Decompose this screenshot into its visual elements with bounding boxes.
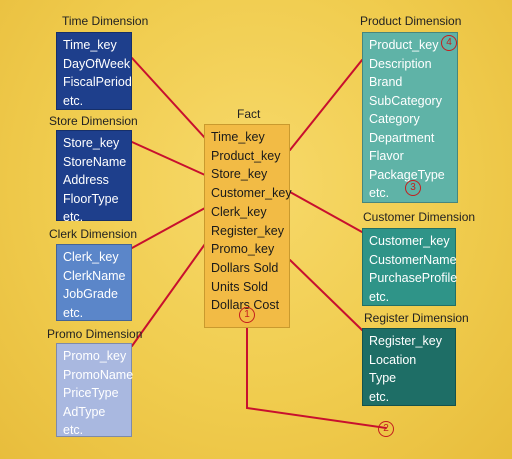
fact-field: Dollars Cost <box>211 298 280 313</box>
clerk-dimension-field: etc. <box>63 305 84 320</box>
customer-dimension-field: CustomerName <box>369 252 457 267</box>
link-measure-callout <box>246 321 387 429</box>
store-dimension-field: StoreName <box>63 154 127 169</box>
link-clerk <box>131 207 206 249</box>
register-dimension-field: Location <box>369 352 417 367</box>
product-dimension-box: Product_key Description Brand SubCategor… <box>362 32 458 203</box>
customer-dimension-title: Customer Dimension <box>363 210 476 224</box>
marker-2: 2 <box>378 421 394 437</box>
promo-dimension-field: etc. <box>63 423 84 437</box>
link-store <box>131 141 206 176</box>
register-dimension-field: Register_key <box>369 334 442 348</box>
fact-field: Units Sold <box>211 279 268 294</box>
promo-dimension-field: AdType <box>63 404 106 419</box>
promo-dimension-box: Promo_key PromoName PriceType AdType etc… <box>56 343 134 437</box>
register-dimension-box: Register_key Location Type etc. <box>362 328 456 406</box>
link-customer <box>289 191 363 233</box>
store-dimension-field: FloorType <box>63 191 119 206</box>
link-time <box>131 57 206 139</box>
link-promo <box>131 243 206 347</box>
customer-dimension-field: PurchaseProfile <box>369 271 458 285</box>
clerk-dimension-title: Clerk Dimension <box>49 227 138 241</box>
product-dimension-field: Department <box>369 130 435 145</box>
promo-dimension-title: Promo Dimension <box>47 327 143 341</box>
time-dimension-field: FiscalPeriod <box>63 75 132 89</box>
clerk-dimension-field: ClerkName <box>63 268 126 283</box>
promo-dimension-field: PromoName <box>63 367 134 382</box>
fact-field: Register_key <box>211 223 284 238</box>
store-dimension-field: etc. <box>63 210 84 224</box>
time-dimension-field: DayOfWeek <box>63 56 131 71</box>
customer-dimension-field: etc. <box>369 289 390 304</box>
fact-title: Fact <box>237 107 261 121</box>
product-dimension-field: PackageType <box>369 167 445 182</box>
marker-1: 1 <box>239 307 255 323</box>
product-dimension-field: etc. <box>369 186 390 200</box>
fact-table-box: Time_key Product_key Store_key Customer_… <box>204 124 292 328</box>
promo-dimension-field: PriceType <box>63 386 119 400</box>
marker-4: 4 <box>441 35 457 51</box>
store-dimension-field: Address <box>63 173 109 187</box>
link-product <box>289 59 363 151</box>
product-dimension-field: Category <box>369 112 420 126</box>
store-dimension-field: Store_key <box>63 136 120 150</box>
product-dimension-field: Product_key <box>369 38 439 52</box>
store-dimension-title: Store Dimension <box>49 114 138 128</box>
promo-dimension-field: Promo_key <box>63 349 127 363</box>
clerk-dimension-field: JobGrade <box>63 287 118 301</box>
product-dimension-field: Flavor <box>369 149 404 163</box>
clerk-dimension-field: Clerk_key <box>63 250 119 264</box>
fact-field: Dollars Sold <box>211 260 279 275</box>
link-register <box>289 259 363 331</box>
marker-3: 3 <box>405 180 421 196</box>
time-dimension-box: Time_key DayOfWeek FiscalPeriod etc. <box>56 32 132 110</box>
fact-field: Product_key <box>211 148 281 163</box>
clerk-dimension-box: Clerk_key ClerkName JobGrade etc. <box>56 244 132 321</box>
store-dimension-box: Store_key StoreName Address FloorType et… <box>56 130 132 224</box>
fact-field: Clerk_key <box>211 204 267 219</box>
customer-dimension-box: Customer_key CustomerName PurchaseProfil… <box>362 228 458 306</box>
register-dimension-title: Register Dimension <box>364 311 469 325</box>
register-dimension-field: Type <box>369 371 397 385</box>
time-dimension-field: Time_key <box>63 38 117 52</box>
time-dimension-title: Time Dimension <box>62 14 149 28</box>
time-dimension-field: etc. <box>63 93 84 108</box>
product-dimension-field: Description <box>369 56 432 71</box>
product-dimension-field: Brand <box>369 75 403 89</box>
register-dimension-field: etc. <box>369 389 390 404</box>
fact-field: Customer_key <box>211 186 292 201</box>
fact-field: Promo_key <box>211 242 275 257</box>
customer-dimension-field: Customer_key <box>369 234 450 248</box>
product-dimension-field: SubCategory <box>369 93 442 108</box>
fact-field: Time_key <box>211 130 265 144</box>
product-dimension-title: Product Dimension <box>360 14 462 28</box>
fact-field: Store_key <box>211 167 268 182</box>
